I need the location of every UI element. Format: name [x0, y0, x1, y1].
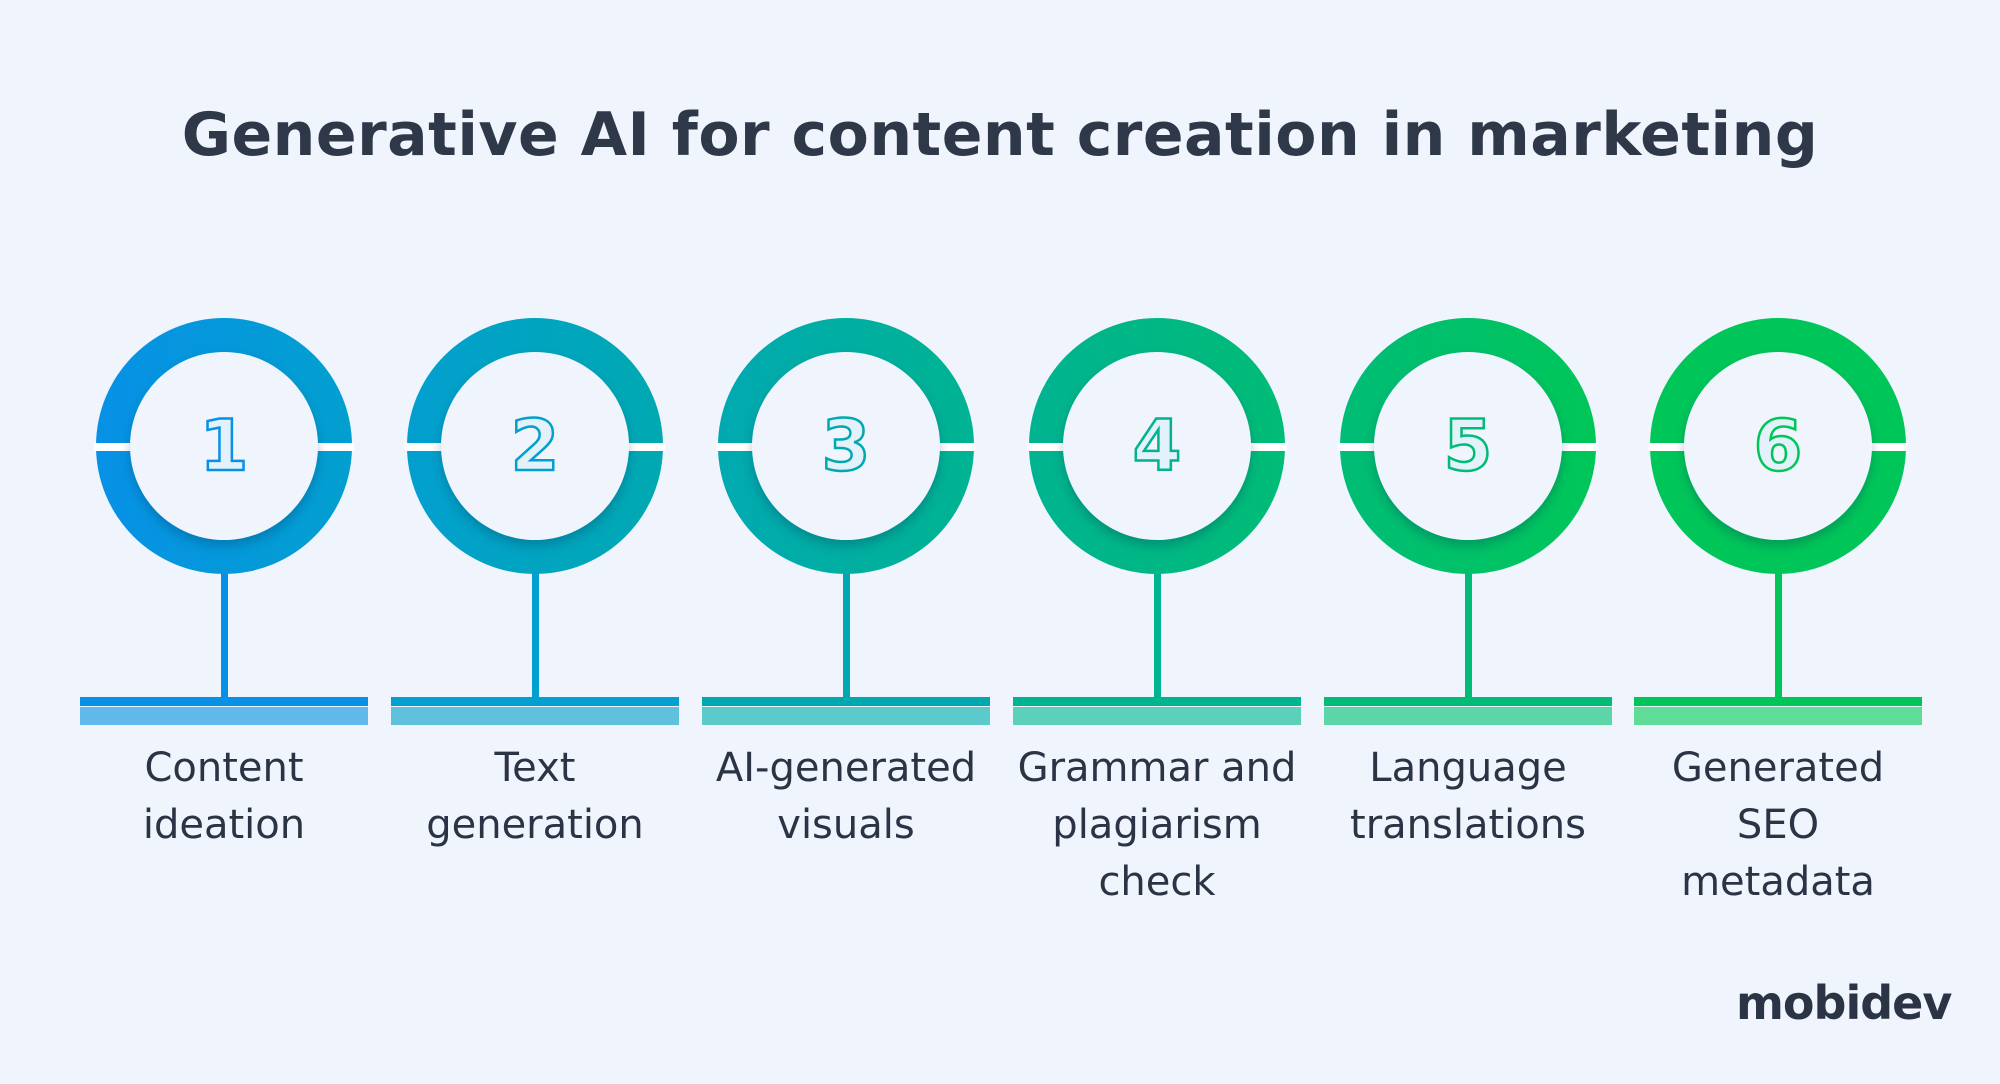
ring-center: 6 — [1684, 352, 1872, 540]
step-connector — [1465, 572, 1472, 698]
step-ring: 3 — [716, 318, 976, 574]
step-label: Text generation — [426, 745, 644, 848]
step-base-bar-light — [80, 707, 368, 725]
step-connector — [843, 572, 850, 698]
step-number: 4 — [1131, 404, 1182, 489]
step-base-bar-light — [1324, 707, 1612, 725]
step-5: 5 Language translations — [1318, 318, 1618, 938]
step-ring: 1 — [94, 318, 354, 574]
step-base-bar-light — [391, 707, 679, 725]
step-label: Grammar and plagiarism check — [1017, 745, 1297, 905]
step-2: 2 Text generation — [385, 318, 685, 938]
step-4: 4 Grammar and plagiarism check — [1007, 318, 1307, 938]
ring-center: 1 — [130, 352, 318, 540]
ring-center: 3 — [752, 352, 940, 540]
step-label: Language translations — [1350, 745, 1586, 848]
step-number: 2 — [509, 404, 560, 489]
step-base-bar-light — [1634, 707, 1922, 725]
step-ring: 2 — [405, 318, 665, 574]
step-base-bar — [391, 697, 679, 706]
step-connector — [1154, 572, 1161, 698]
step-ring: 5 — [1338, 318, 1598, 574]
step-base-bar — [702, 697, 990, 706]
step-ring: 6 — [1648, 318, 1908, 574]
ring-center: 4 — [1063, 352, 1251, 540]
step-base-bar-light — [1013, 707, 1301, 725]
step-base-bar-light — [702, 707, 990, 725]
step-1: 1 Content ideation — [74, 318, 374, 938]
step-ring: 4 — [1027, 318, 1287, 574]
step-number: 6 — [1752, 404, 1803, 489]
ring-center: 5 — [1374, 352, 1562, 540]
page-title: Generative AI for content creation in ma… — [181, 100, 1819, 170]
step-base-bar — [1634, 697, 1922, 706]
step-3: 3 AI-generated visuals — [696, 318, 996, 938]
step-number: 5 — [1442, 404, 1493, 489]
mobidev-logo: mobidev — [1736, 976, 1952, 1030]
step-label: Content ideation — [142, 745, 306, 848]
step-base-bar — [80, 697, 368, 706]
step-label: AI-generated visuals — [715, 745, 977, 848]
step-base-bar — [1324, 697, 1612, 706]
step-connector — [1775, 572, 1782, 698]
ring-center: 2 — [441, 352, 629, 540]
step-6: 6 Generated SEO metadata — [1628, 318, 1928, 938]
step-number: 3 — [820, 404, 871, 489]
step-connector — [221, 572, 228, 698]
step-label: Generated SEO metadata — [1671, 745, 1885, 905]
step-connector — [532, 572, 539, 698]
step-base-bar — [1013, 697, 1301, 706]
step-number: 1 — [198, 404, 249, 489]
